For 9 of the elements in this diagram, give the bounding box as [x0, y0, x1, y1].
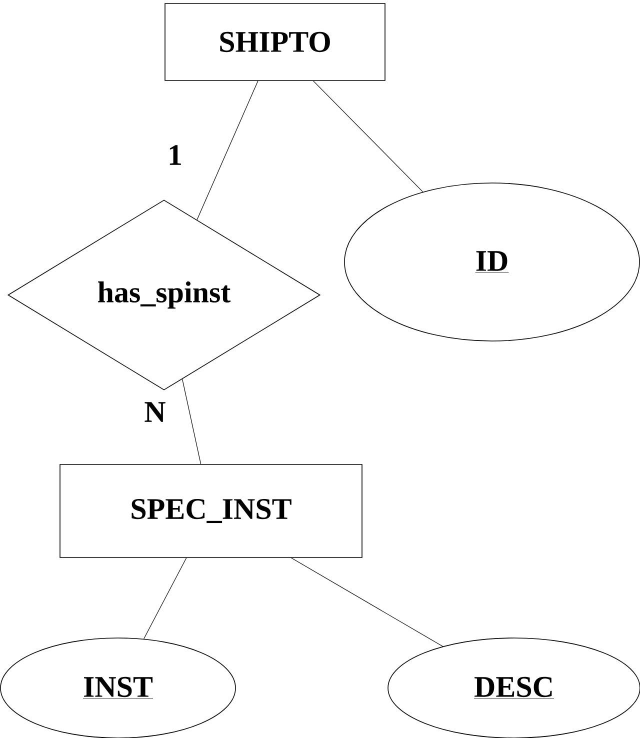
cardinality-label: N [143, 401, 167, 423]
entity-box: SHIPTO [164, 3, 386, 81]
connector-line [313, 80, 424, 192]
cardinality-label: 1 [166, 144, 184, 166]
connector-line [144, 558, 187, 640]
connector-line [182, 378, 202, 464]
connector-line [290, 558, 444, 647]
entity-box: SPEC_INST [60, 464, 362, 558]
connector-line [196, 80, 258, 220]
